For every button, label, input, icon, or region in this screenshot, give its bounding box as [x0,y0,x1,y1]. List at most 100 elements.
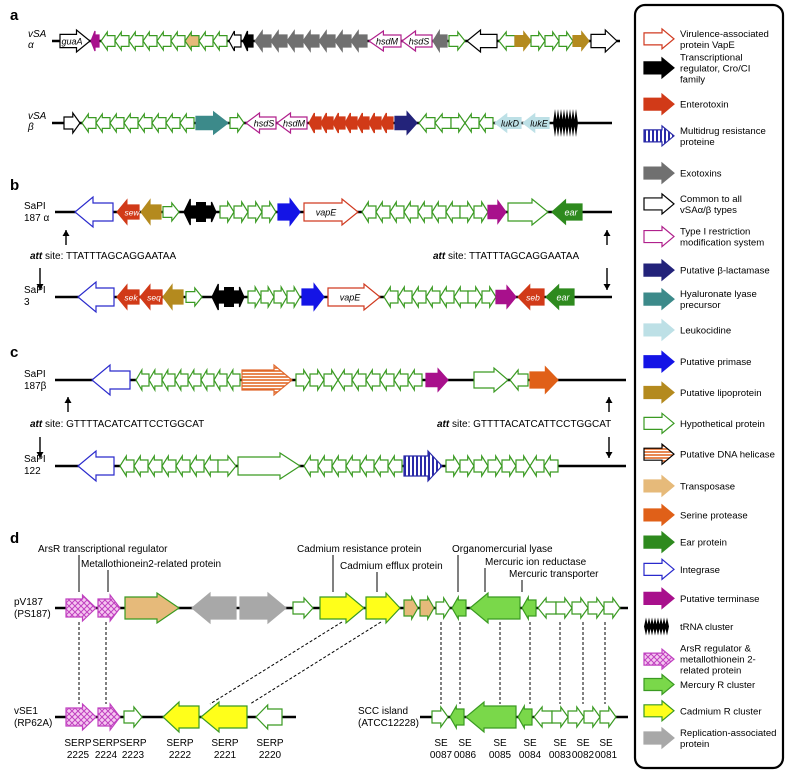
locus-tag: 0086 [454,750,477,761]
hyaluronate-gene [195,110,229,136]
serine-protease-icon [643,503,675,527]
hypothetical-gene [161,367,176,393]
hypothetical-gene [431,705,449,729]
virulence-icon [643,27,675,51]
exotoxin-gene [350,29,368,53]
hypothetical-gene [323,367,339,393]
att-arrowhead [603,230,611,236]
hypothetical-gene [189,453,205,479]
mercuric-reductase-gene [465,700,517,734]
trna-mark [656,617,660,636]
transposase-icon [643,474,675,498]
common-gene [228,30,242,52]
integrase-gene [91,363,131,397]
trna-mark [565,109,569,137]
ear-gene [545,283,575,311]
legend-label: Multidrug resistance [680,126,766,137]
hypothetical-gene [162,201,180,223]
common-icon [643,192,675,216]
homology-connector [249,621,382,705]
hypothetical-gene [459,199,475,225]
hypothetical-gene [187,367,202,393]
locus-tag: SE [493,738,507,749]
hypothetical-gene [418,112,436,134]
exotoxin-icon [643,161,675,185]
dna-helicase-gene [241,363,293,397]
trna-mark [571,109,575,137]
hypothetical-gene [198,30,214,52]
legend-label: regulator, Cro/CI [680,63,750,74]
hypothetical-gene [109,112,125,134]
hypothetical-gene [135,367,150,393]
hypothetical-gene [200,367,215,393]
lukE-gene [522,112,550,134]
att-arrowhead [603,284,611,290]
row-label-sapi187b: SaPI [24,369,46,380]
hypothetical-gene [393,367,409,393]
gene-name: ear [556,293,570,303]
locus-tag: SERP [119,738,147,749]
exotoxin-gene [432,28,448,54]
arsr-gene [65,593,97,623]
att-arrowhead [605,452,613,458]
hypothetical-gene [148,367,163,393]
row-label-sapi187a: 187 α [24,213,49,224]
hypothetical-icon [643,412,675,435]
annotation-mercuric-reductase: Mercuric ion reductase [485,557,587,568]
row-label-sapi187b: 187β [24,381,47,392]
annotation-cadmium-resistance: Cadmium resistance protein [297,544,422,555]
legend-label: Putative β-lactamase [680,266,770,277]
hypothetical-gene [434,112,452,134]
metallothionein-gene [97,593,121,623]
replication-icon [643,726,675,750]
hypothetical-gene [95,112,111,134]
locus-tag: 0087 [430,750,453,761]
locus-tag: SE [599,738,613,749]
locus-tag: 2220 [259,750,282,761]
hyaluronate-icon [643,287,675,311]
lipoprotein-icon [643,381,675,404]
hypothetical-gene [174,367,189,393]
annotation-organomercurial-lyase: Organomercurial lyase [452,544,553,555]
beta-lactamase-icon [643,258,675,282]
hypothetical-gene [261,199,277,225]
row-label-vse1: vSE1 [14,706,38,717]
hypothetical-gene [345,453,361,479]
legend-label: related protein [680,666,741,677]
mercury-icon [643,673,675,696]
legend-label: Putative terminase [680,594,759,605]
annotation-metallothionein: Metallothionein2-related protein [81,559,221,570]
hypothetical-gene [478,112,494,134]
hypothetical-gene [237,451,302,481]
legend-label: Mercury R cluster [680,680,756,691]
lipoprotein-icon [643,381,675,404]
trna-mark [659,617,663,636]
cro-regulator-icon [643,56,675,80]
hypothetical-gene [445,199,461,225]
hypothetical-gene [373,453,389,479]
legend-label: Transposase [680,481,735,492]
cro-regulator-gene [211,283,227,311]
trna-mark [644,617,648,636]
legend-label: modification system [680,238,764,249]
trna-mark [653,617,657,636]
virulence-icon [643,27,675,51]
annotation-arsr: ArsR transcriptional regulator [38,544,168,555]
row-label-vsa-alpha: α [28,40,34,51]
cadmium-icon [643,699,675,723]
hypothetical-gene [375,199,391,225]
hypothetical-gene [551,705,569,729]
hypothetical-gene [123,705,143,729]
exotoxin-gene [318,29,336,53]
hypothetical-gene [417,199,433,225]
hypothetical-gene [473,366,509,394]
gene-name: lukE [530,119,549,129]
hypothetical-gene [81,112,97,134]
beta-lactamase-icon [643,258,675,282]
hypothetical-gene [448,30,466,52]
locus-tag: 2224 [95,750,118,761]
common-gene [63,111,81,135]
vapE-gene [327,282,381,312]
hypothetical-gene [533,705,553,729]
annotation-mercuric-transporter: Mercuric transporter [509,569,599,580]
